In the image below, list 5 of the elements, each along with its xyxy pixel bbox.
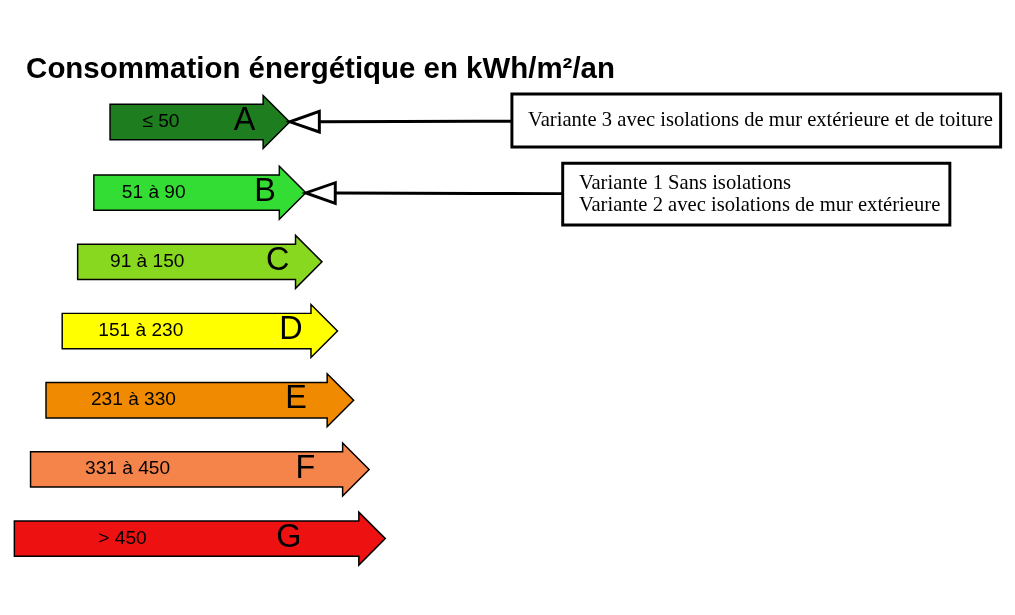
diagram-title: Consommation énergétique en kWh/m²/an (26, 50, 615, 84)
node-box: Variante 1 Sans isolations Variante 2 avec isolations de mur extérieure (561, 161, 952, 227)
node-box: Variante 3 avec isolations de mur extérieure et de toiture (510, 92, 1003, 149)
arrow (285, 109, 512, 135)
arrow (301, 180, 563, 206)
